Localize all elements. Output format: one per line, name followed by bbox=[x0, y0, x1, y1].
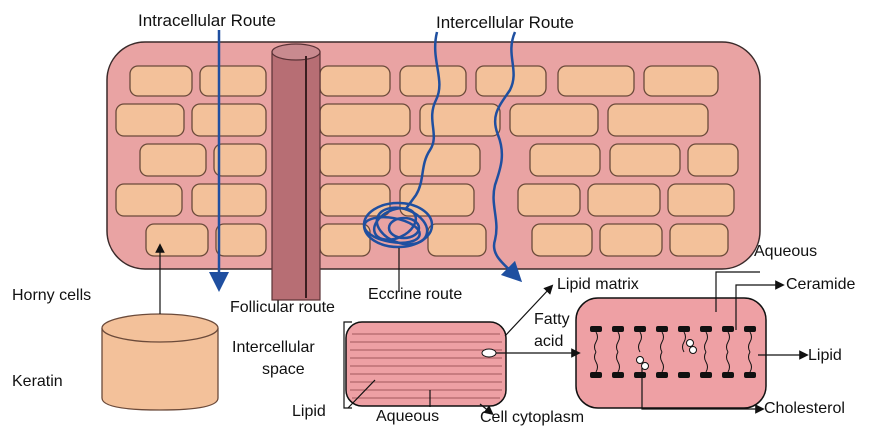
label-ceramide: Ceramide bbox=[786, 277, 855, 293]
horny-cell bbox=[400, 144, 480, 176]
horny-cell bbox=[200, 66, 266, 96]
label-cell-cytoplasm: Cell cytoplasm bbox=[480, 410, 584, 426]
horny-cell bbox=[320, 184, 390, 216]
horny-cell bbox=[140, 144, 206, 176]
hair-follicle bbox=[272, 44, 320, 300]
label-follicular-route: Follicular route bbox=[230, 300, 335, 316]
horny-cell bbox=[688, 144, 738, 176]
label-space: space bbox=[262, 362, 305, 378]
label-aqueous-bottom: Aqueous bbox=[376, 409, 439, 425]
label-cholesterol: Cholesterol bbox=[764, 401, 845, 417]
horny-cell bbox=[116, 184, 182, 216]
horny-cell bbox=[476, 66, 546, 96]
horny-cell bbox=[400, 66, 466, 96]
horny-cell bbox=[670, 224, 728, 256]
label-aqueous-top: Aqueous bbox=[754, 244, 817, 260]
label-fatty: Fatty bbox=[534, 312, 570, 328]
label-horny-cells: Horny cells bbox=[12, 288, 91, 304]
horny-cell bbox=[558, 66, 634, 96]
label-lipid-right: Lipid bbox=[808, 348, 842, 364]
horny-cell bbox=[532, 224, 592, 256]
horny-cell bbox=[146, 224, 208, 256]
label-eccrine-route: Eccrine route bbox=[368, 287, 462, 303]
horny-cell bbox=[214, 144, 266, 176]
horny-cell bbox=[518, 184, 580, 216]
horny-cell bbox=[216, 224, 266, 256]
horny-cell bbox=[608, 104, 708, 136]
horny-cell bbox=[530, 144, 600, 176]
horny-cell bbox=[320, 104, 410, 136]
horny-cell bbox=[130, 66, 192, 96]
horny-cell bbox=[600, 224, 662, 256]
horny-cell bbox=[510, 104, 598, 136]
keratin-cell bbox=[102, 314, 218, 410]
label-intercellular-route: Intercellular Route bbox=[436, 14, 574, 31]
horny-cell bbox=[668, 184, 734, 216]
horny-cell bbox=[588, 184, 660, 216]
label-intercellular: Intercellular bbox=[232, 340, 315, 356]
horny-cell bbox=[320, 144, 390, 176]
horny-cell bbox=[320, 224, 370, 256]
label-intracellular-route: Intracellular Route bbox=[138, 12, 276, 29]
horny-cell bbox=[644, 66, 718, 96]
label-keratin: Keratin bbox=[12, 374, 63, 390]
horny-cell bbox=[610, 144, 680, 176]
horny-cell bbox=[192, 184, 266, 216]
horny-cell bbox=[192, 104, 266, 136]
label-lipid-bottom: Lipid bbox=[292, 404, 326, 420]
lipid-matrix-zoom bbox=[576, 298, 766, 408]
intercellular-space-zoom bbox=[346, 322, 506, 406]
horny-cell bbox=[428, 224, 486, 256]
label-lipid-matrix: Lipid matrix bbox=[557, 277, 639, 293]
horny-cell bbox=[116, 104, 184, 136]
label-acid: acid bbox=[534, 334, 563, 350]
horny-cell bbox=[320, 66, 390, 96]
